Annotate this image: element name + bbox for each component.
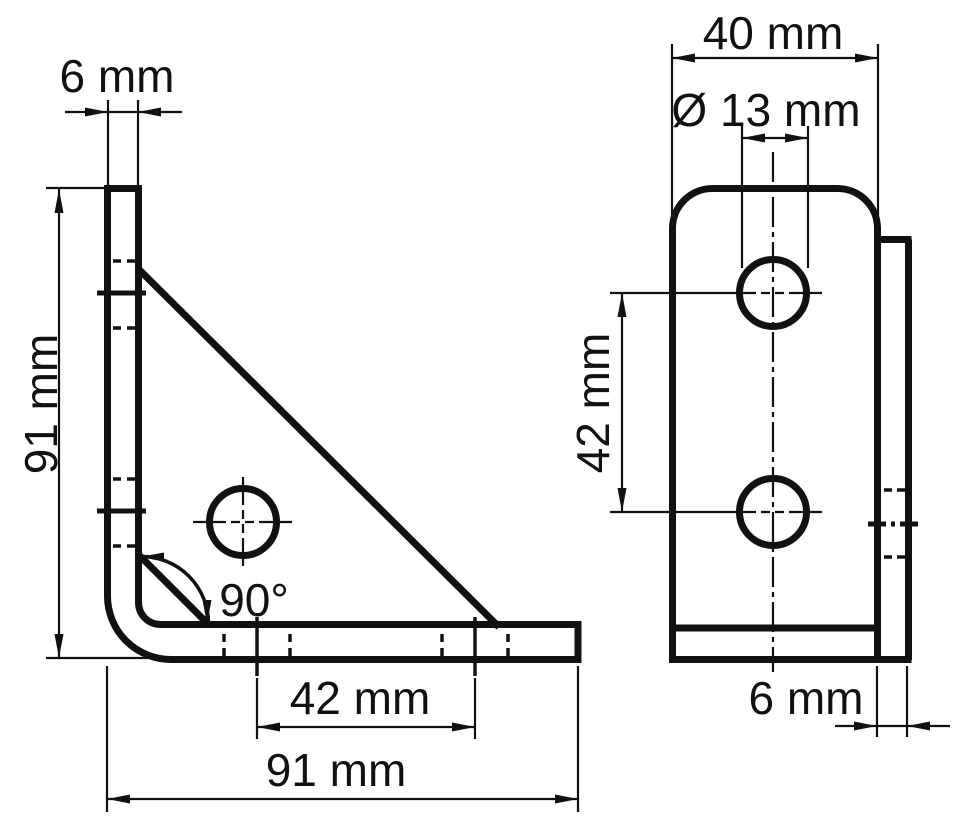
dim-height-left: 91 mm bbox=[15, 186, 150, 660]
arrowhead bbox=[785, 133, 808, 143]
lower-hole bbox=[723, 475, 823, 549]
dim-thickness-bottom: 6 mm bbox=[749, 666, 950, 737]
arrowhead bbox=[617, 293, 627, 317]
arrowhead bbox=[140, 552, 164, 562]
arrowhead bbox=[617, 488, 627, 512]
dim-hole-diameter: Ø 13 mm bbox=[671, 84, 861, 268]
dim-width-bottom: 91 mm bbox=[105, 666, 580, 812]
arrowhead bbox=[672, 53, 695, 63]
hidden-hole-marks-vertical-leg bbox=[97, 259, 146, 548]
dim-label-height: 91 mm bbox=[15, 334, 67, 475]
dim-label-hole-diameter: Ø 13 mm bbox=[671, 84, 860, 136]
side-view: 6 mm 91 mm 90° 42 mm bbox=[15, 50, 582, 812]
dim-label-width: 40 mm bbox=[703, 7, 844, 59]
arrowhead bbox=[855, 53, 878, 63]
arrowhead bbox=[54, 189, 64, 213]
angle-chord bbox=[137, 553, 211, 627]
dim-label-hole-spacing: 42 mm bbox=[290, 672, 431, 724]
dim-label-hole-spacing: 42 mm bbox=[567, 333, 619, 474]
dim-width-top: 40 mm bbox=[670, 7, 880, 237]
gusset-hole bbox=[193, 477, 293, 567]
arrowhead bbox=[138, 107, 161, 117]
dim-hole-spacing-bottom: 42 mm bbox=[255, 672, 477, 739]
gusset-hypotenuse bbox=[136, 266, 502, 630]
hidden-hole-marks-bottom-leg bbox=[222, 617, 510, 676]
arrowhead bbox=[854, 721, 877, 731]
dim-label-thickness: 6 mm bbox=[749, 672, 864, 724]
arrowhead bbox=[107, 794, 130, 804]
front-view: 40 mm Ø 13 mm 42 mm 6 mm bbox=[567, 7, 950, 737]
plate-outline bbox=[669, 185, 881, 662]
arrowhead bbox=[452, 722, 475, 732]
arrowhead bbox=[742, 133, 765, 143]
arrowhead bbox=[555, 794, 578, 804]
arrowhead bbox=[257, 722, 280, 732]
arrowhead bbox=[85, 107, 108, 117]
dim-angle: 90° bbox=[137, 552, 289, 627]
gusset-edge-strip bbox=[868, 236, 918, 660]
upper-hole bbox=[723, 256, 823, 330]
dim-thickness-top: 6 mm bbox=[60, 50, 182, 185]
dim-label-thickness: 6 mm bbox=[60, 50, 175, 102]
dim-label-angle: 90° bbox=[219, 574, 289, 626]
arrowhead bbox=[907, 721, 930, 731]
arrowhead bbox=[202, 600, 212, 624]
dim-label-width: 91 mm bbox=[266, 744, 407, 796]
bracket-profile bbox=[104, 185, 582, 663]
arrowhead bbox=[54, 634, 64, 658]
dim-hole-spacing-left: 42 mm bbox=[567, 291, 723, 514]
